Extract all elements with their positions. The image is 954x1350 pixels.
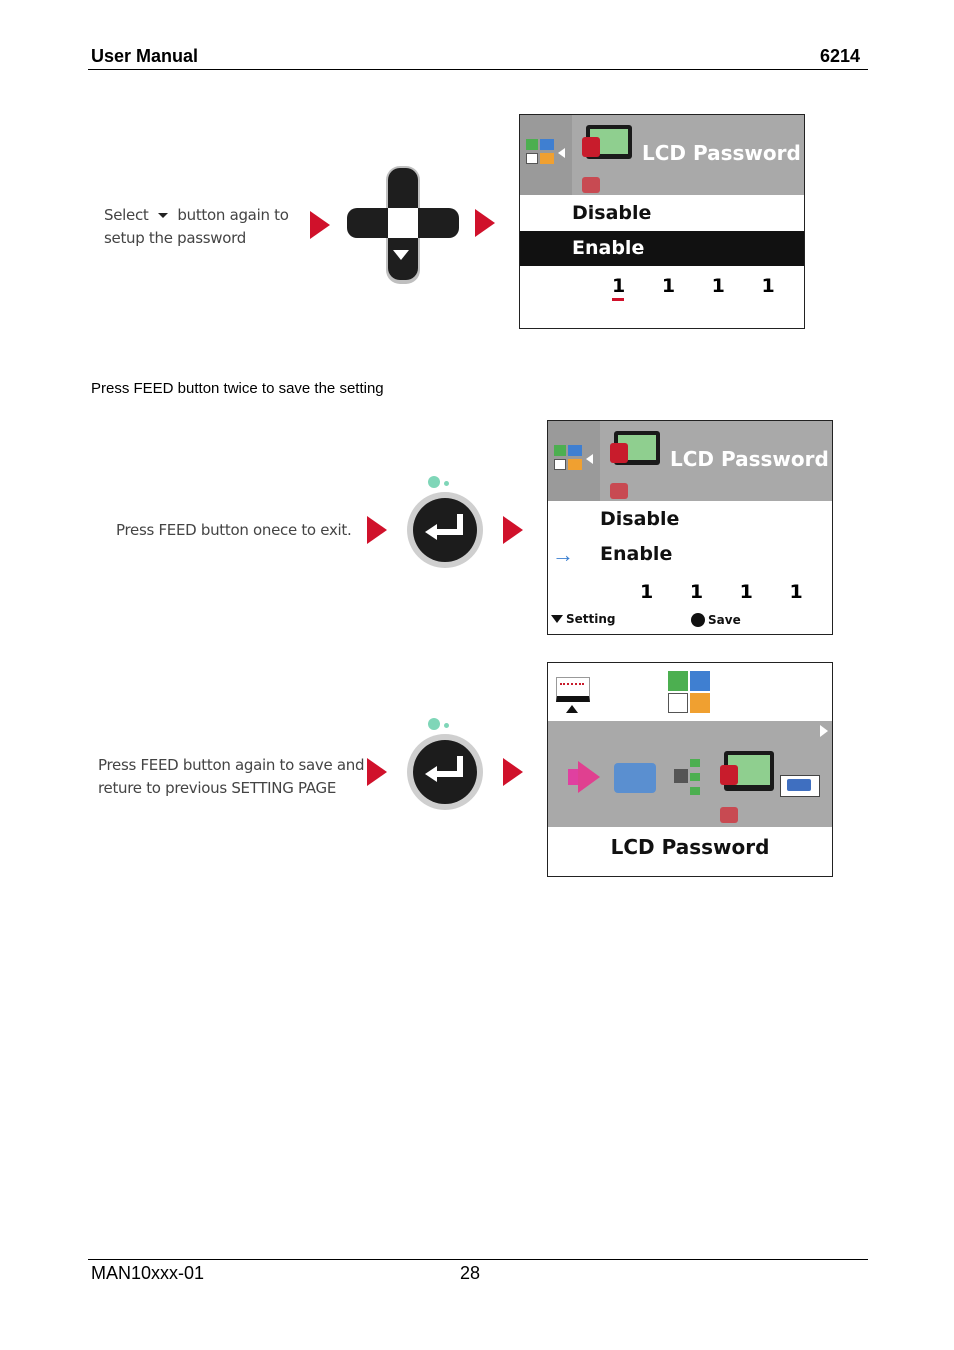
- lock-icon: [720, 807, 738, 823]
- digit-cursor: [612, 298, 624, 301]
- step-arrow-icon: [367, 516, 387, 544]
- lcd-selected-label: LCD Password: [610, 835, 770, 859]
- caret-down-icon: [157, 213, 168, 218]
- step-arrow-icon: [503, 516, 523, 544]
- header-title: User Manual: [91, 46, 199, 66]
- step3-caption-line1: Press FEED button again to save and: [98, 756, 365, 774]
- lock-icon: [582, 177, 600, 193]
- printer-setting-icon: [520, 115, 572, 195]
- lcd-screen-setting-page: LCD Password: [547, 662, 833, 877]
- lcd-title: LCD Password: [642, 141, 801, 165]
- speaker-icon: [560, 761, 600, 793]
- step3-caption: Press FEED button again to save and retu…: [98, 754, 364, 800]
- tools-icon: [614, 763, 656, 793]
- page-number: 28: [460, 1263, 481, 1283]
- footer-save-label: Save: [708, 613, 741, 627]
- header-model: 6214: [820, 46, 861, 66]
- feed-button-icon: [407, 718, 483, 810]
- serial-port-icon: [780, 775, 820, 797]
- step-arrow-icon: [310, 211, 330, 239]
- down-triangle-icon: [551, 615, 563, 623]
- lock-icon: [610, 443, 628, 463]
- header-rule: [88, 69, 868, 70]
- option-enable-selected: Enable: [600, 543, 673, 565]
- lock-icon: [582, 137, 600, 157]
- footer-doc-id: MAN10xxx-01: [91, 1263, 205, 1283]
- step1-caption-line2: setup the password: [104, 229, 246, 247]
- footer-setting-label: Setting: [566, 612, 616, 626]
- step-arrow-icon: [367, 758, 387, 786]
- down-triangle-icon: [393, 250, 409, 260]
- chevron-right-icon: [820, 725, 828, 737]
- lcd-title-bar: LCD Password: [520, 115, 804, 195]
- step-arrow-icon: [475, 209, 495, 237]
- icon-strip: [548, 721, 832, 827]
- label-icon: [556, 677, 590, 702]
- printer-setting-icon: [548, 421, 600, 501]
- option-disable: Disable: [600, 508, 680, 530]
- lcd-screen-password-save: LCD Password Disable → Enable 1 1 1 1 Se…: [547, 420, 833, 635]
- footer-rule: [88, 1259, 868, 1260]
- step1-caption-select: Select: [104, 206, 149, 224]
- printer-setting-icon: [668, 671, 712, 715]
- up-triangle-icon: [566, 705, 578, 713]
- step-arrow-icon: [503, 758, 523, 786]
- lcd-screen-password-entry: LCD Password Disable Enable 1 1 1 1: [519, 114, 805, 329]
- feed-button-icon: [407, 476, 483, 568]
- step2-caption: Press FEED button onece to exit.: [116, 521, 352, 539]
- password-digits: 1 1 1 1: [640, 581, 818, 603]
- step3-caption-line2: reture to previous SETTING PAGE: [98, 779, 336, 797]
- step1-caption: Select button again to setup the passwor…: [104, 204, 289, 250]
- instruction-text: Press FEED button twice to save the sett…: [91, 380, 384, 397]
- enter-icon: [691, 613, 705, 627]
- password-digits: 1 1 1 1: [612, 275, 790, 297]
- lock-icon: [720, 765, 738, 785]
- lcd-title: LCD Password: [670, 447, 829, 471]
- step1-caption-rest: button again to: [177, 206, 289, 224]
- arrow-right-icon: →: [552, 542, 574, 567]
- lcd-title-bar: LCD Password: [548, 421, 832, 501]
- network-icon: [670, 759, 712, 795]
- option-disable: Disable: [520, 196, 804, 231]
- dpad-icon: [347, 166, 459, 286]
- option-enable-selected: Enable: [520, 231, 804, 266]
- lock-icon: [610, 483, 628, 499]
